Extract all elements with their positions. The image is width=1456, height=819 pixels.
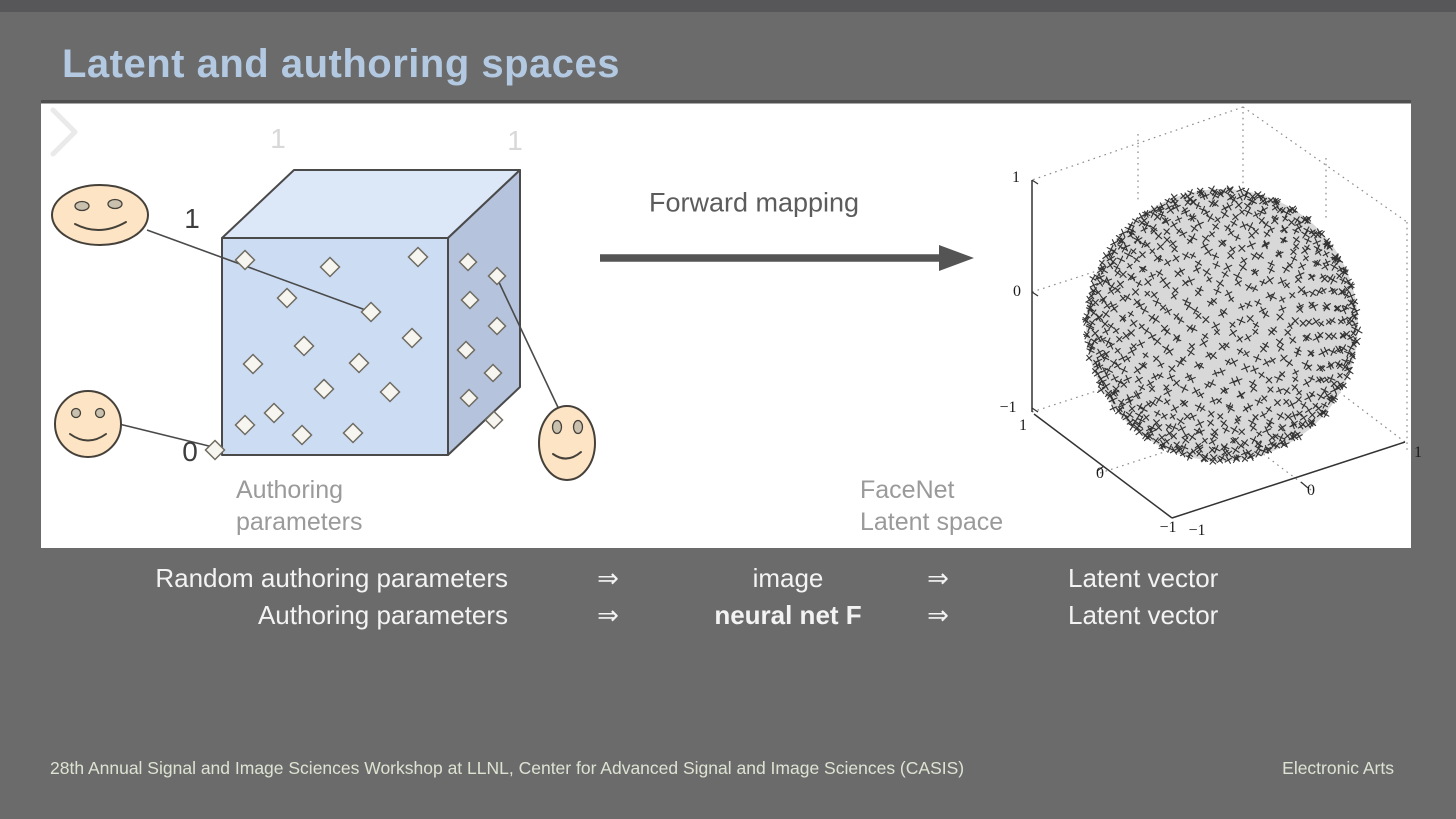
cube-axis-one: 1 <box>184 203 200 234</box>
mapping-rows: Random authoring parameters ⇒ image ⇒ La… <box>0 560 1456 634</box>
y-tick-neg1: −1 <box>1188 522 1206 539</box>
diagram-canvas <box>41 100 1411 519</box>
y-tick-1: 1 <box>1414 444 1422 461</box>
diamond-marker <box>234 249 256 271</box>
face-icon <box>538 405 596 481</box>
diamond-marker <box>348 352 370 374</box>
parameter-sample-diamonds <box>204 246 507 461</box>
diamond-marker <box>291 424 313 446</box>
panel-top-edge <box>41 100 1411 104</box>
diamond-marker <box>276 287 298 309</box>
diamond-marker <box>459 388 479 408</box>
next-slide-chevron-icon[interactable] <box>41 100 85 164</box>
y-tick-0: 0 <box>1307 482 1315 499</box>
diamond-marker <box>407 246 429 268</box>
row-middle: image <box>752 563 824 593</box>
cube-axis-zero: 0 <box>182 436 198 467</box>
rightwards-double-arrow-icon: ⇒ <box>597 563 619 593</box>
diamond-marker <box>319 256 341 278</box>
row-middle: neural net F <box>714 600 862 630</box>
diamond-marker <box>483 363 503 383</box>
facenet-latent-space-caption: FaceNet Latent space <box>860 476 1004 536</box>
rightwards-double-arrow-icon: ⇒ <box>927 600 949 630</box>
row-input: Random authoring parameters <box>155 563 508 593</box>
sphere-surface <box>1086 189 1358 461</box>
latent-scatter-markers <box>1082 185 1363 465</box>
x-tick-0: 0 <box>1096 465 1104 482</box>
face-to-sample-links <box>118 229 564 449</box>
rightwards-double-arrow-icon: ⇒ <box>927 563 949 593</box>
forward-mapping-arrow-icon <box>600 245 974 271</box>
diamond-marker <box>487 266 507 286</box>
row-input: Authoring parameters <box>257 600 508 630</box>
authoring-parameters-caption: Authoring parameters <box>236 476 363 536</box>
forward-mapping-label: Forward mapping <box>648 187 860 218</box>
diamond-marker <box>342 422 364 444</box>
latent-space-3d-plot <box>1031 106 1408 519</box>
diamond-marker <box>242 353 264 375</box>
diamond-marker <box>460 290 480 310</box>
diamond-marker <box>456 340 476 360</box>
z-tick-0: 0 <box>1013 283 1021 300</box>
diamond-marker <box>360 301 382 323</box>
x-tick-1: 1 <box>1019 417 1027 434</box>
diamond-marker <box>313 378 335 400</box>
diamond-marker <box>379 381 401 403</box>
diamond-marker <box>487 316 507 336</box>
z-tick-neg1: −1 <box>999 399 1017 416</box>
top-border-strip <box>0 0 1456 12</box>
diamond-marker <box>293 335 315 357</box>
authoring-cube <box>221 169 521 456</box>
diamond-marker <box>263 402 285 424</box>
footer-conference: 28th Annual Signal and Image Sciences Wo… <box>50 758 965 778</box>
z-tick-1: 1 <box>1012 169 1020 186</box>
x-tick-neg1: −1 <box>1159 519 1177 536</box>
figure-panel: 1 1 1 0 Forward mapping Authoring parame… <box>41 100 1422 548</box>
rightwards-double-arrow-icon: ⇒ <box>597 600 619 630</box>
cube-axis-top-left: 1 <box>270 123 286 154</box>
diamond-marker <box>484 410 504 430</box>
diamond-marker <box>458 252 478 272</box>
row-output: Latent vector <box>1068 563 1219 593</box>
cube-axis-top-right: 1 <box>507 125 523 156</box>
diamond-marker <box>204 439 226 461</box>
row-output: Latent vector <box>1068 600 1219 630</box>
diamond-marker <box>401 327 423 349</box>
diamond-marker <box>234 414 256 436</box>
footer-company: Electronic Arts <box>1282 758 1394 778</box>
slide-footer: 28th Annual Signal and Image Sciences Wo… <box>0 758 1456 779</box>
page-title: Latent and authoring spaces <box>62 42 621 86</box>
mapping-row: Authoring parameters ⇒ neural net F ⇒ La… <box>0 597 1456 634</box>
face-icon <box>51 184 149 246</box>
face-icon <box>54 390 122 458</box>
mapping-row: Random authoring parameters ⇒ image ⇒ La… <box>0 560 1456 597</box>
